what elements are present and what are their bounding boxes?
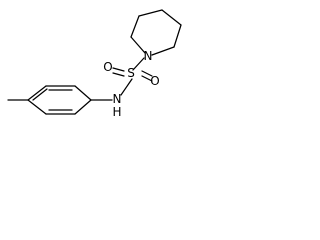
structure-diagram: S O O N N H — [7, 9, 182, 119]
bond-pip-2 — [130, 15, 140, 38]
bond-pip-5 — [173, 24, 182, 48]
bond-s-o-right-2 — [141, 75, 153, 82]
bonds — [7, 9, 182, 115]
bond-pip-3 — [138, 9, 163, 17]
bond-ring-6 — [27, 99, 47, 115]
bond-n-s — [120, 78, 133, 96]
oxygen-top-atom-label: O — [103, 60, 112, 74]
hydrogen-amine-atom-label: H — [112, 105, 121, 119]
bond-s-o-right-1 — [141, 70, 153, 77]
sulfur-atom-label: S — [127, 66, 135, 80]
bond-s-o-left-2 — [112, 72, 125, 77]
bond-ring-3 — [74, 85, 92, 101]
nitrogen-amine-atom-label: N — [113, 92, 122, 106]
bond-pip-1 — [130, 36, 146, 54]
bond-s-nring — [132, 57, 145, 71]
bond-ring-4 — [74, 99, 92, 115]
nitrogen-ring-atom-label: N — [144, 49, 153, 63]
bond-pip-4 — [161, 9, 182, 26]
bond-ring-double-left — [32, 88, 48, 101]
oxygen-bottom-atom-label: O — [150, 74, 159, 88]
bond-s-o-left-1 — [112, 67, 125, 72]
bond-ring-1 — [27, 85, 47, 101]
bond-pip-6 — [151, 46, 175, 56]
atom-labels: S O O N N H — [103, 49, 159, 119]
